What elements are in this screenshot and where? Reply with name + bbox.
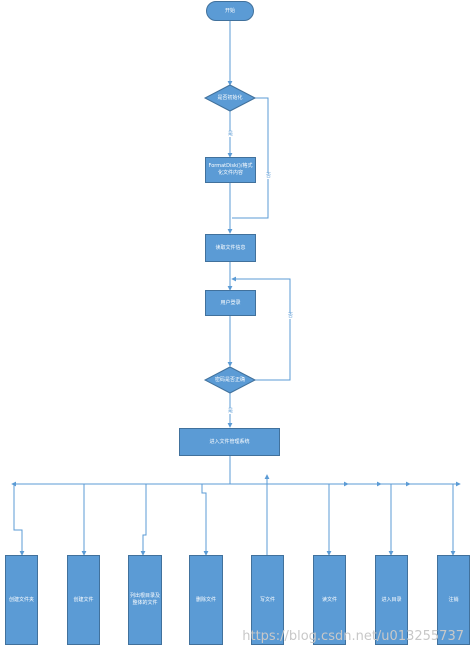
op-read-file: 读文件 — [313, 555, 346, 645]
edge-label-no-1: 否 — [265, 173, 273, 179]
watermark-text: https://blog.csdn.net/u013255737 — [242, 629, 464, 644]
op-enter-dir: 进入目录 — [375, 555, 408, 645]
edge-drop-op3 — [140, 484, 147, 556]
format-node: FormatDisk()/格式化文件内容 — [205, 157, 256, 183]
op-delete-file: 删除文件 — [189, 555, 223, 645]
op-create-file: 创建文件 — [67, 555, 100, 645]
start-node: 开始 — [206, 1, 254, 21]
op-logout: 注销 — [437, 555, 470, 645]
edge-init-no — [232, 97, 269, 219]
edge-label-yes-2: 是 — [227, 408, 235, 414]
op-list-files: 列出根目录及整体的文件 — [128, 555, 162, 645]
decision-init-shape — [203, 84, 257, 112]
edge-pwd-no — [231, 276, 291, 381]
op-create-folder: 创建文件夹 — [5, 555, 38, 645]
edge-label-yes-1: 是 — [227, 131, 235, 137]
edge-label-no-2: 否 — [287, 313, 295, 319]
login-node: 用户登录 — [205, 290, 256, 316]
op-write-file: 写文件 — [251, 555, 284, 645]
decision-init-label: 是否初始化 — [217, 94, 243, 101]
edge-drop-op1 — [13, 484, 25, 556]
enter-system-node: 进入文件管理系统 — [179, 428, 280, 456]
decision-pwd-label: 密码是否正确 — [214, 376, 245, 383]
decision-pwd-shape — [203, 366, 257, 394]
edge-drop-op4 — [201, 484, 209, 556]
read-info-node: 读取文件信息 — [205, 234, 256, 262]
